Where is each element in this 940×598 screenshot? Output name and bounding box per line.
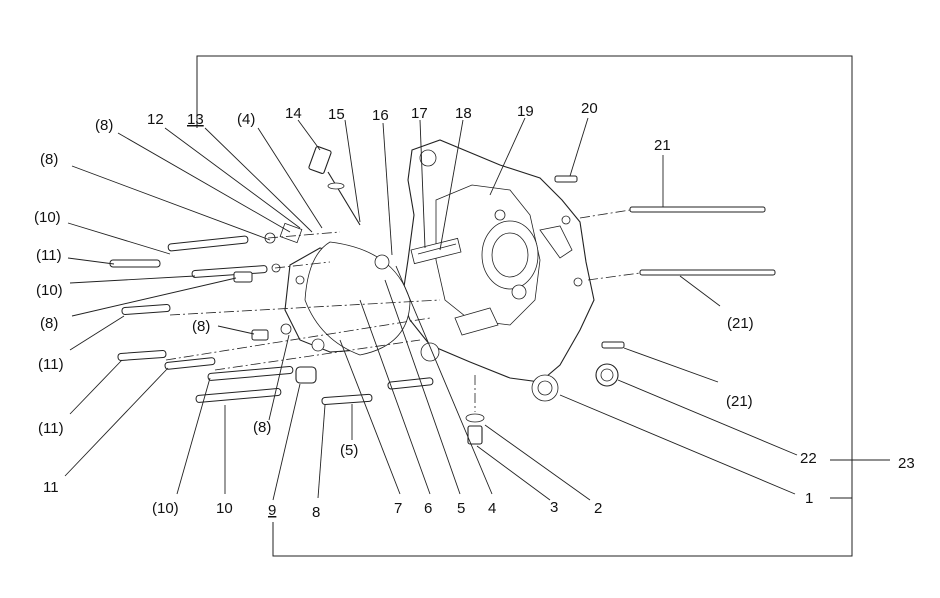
callout-16: 16 — [372, 107, 389, 124]
callout-10-ref-c: (10) — [152, 500, 179, 517]
callout-15: 15 — [328, 106, 345, 123]
callout-11-ref-a: (11) — [36, 247, 62, 264]
callout-4-ref: (4) — [237, 111, 255, 128]
callout-9: 9 — [268, 502, 276, 519]
callout-8-ref-c: (8) — [40, 315, 58, 332]
callout-18: 18 — [455, 105, 472, 122]
gasket — [304, 241, 411, 356]
callout-11: 11 — [43, 479, 59, 496]
alignment-lines — [165, 209, 641, 412]
callout-22: 22 — [800, 450, 817, 467]
callout-11-ref-c: (11) — [38, 420, 64, 437]
callout-7: 7 — [394, 500, 402, 517]
callout-21-ref-b: (21) — [726, 393, 753, 410]
callout-1: 1 — [805, 490, 813, 507]
bearing — [595, 363, 619, 387]
callout-10-ref-b: (10) — [36, 282, 63, 299]
callout-2: 2 — [594, 500, 602, 517]
callout-23: 23 — [898, 455, 915, 472]
callout-11-ref-b: (11) — [38, 356, 64, 373]
callout-13: 13 — [187, 111, 204, 128]
callout-19: 19 — [517, 103, 534, 120]
spring — [410, 237, 462, 265]
dipstick — [308, 146, 361, 226]
callout-20: 20 — [581, 100, 598, 117]
callout-8: 8 — [312, 504, 320, 521]
callout-3: 3 — [550, 499, 558, 516]
callout-12: 12 — [147, 111, 164, 128]
callout-5-ref: (5) — [340, 442, 358, 459]
callout-21: 21 — [654, 137, 671, 154]
assembly-frame — [196, 55, 890, 557]
leader-lines — [64, 117, 798, 501]
callout-17: 17 — [411, 105, 428, 122]
drain-bolt — [465, 413, 485, 445]
callout-4: 4 — [488, 500, 496, 517]
callout-10: 10 — [216, 500, 233, 517]
callout-8-ref-b: (8) — [40, 151, 58, 168]
callout-14: 14 — [285, 105, 302, 122]
callout-8-ref-e: (8) — [253, 419, 271, 436]
callout-8-ref-a: (8) — [95, 117, 113, 134]
cover-bolts — [109, 222, 434, 405]
callout-labels: 1 2 3 4 5 6 7 8 9 10 11 12 13 14 15 16 1… — [34, 100, 915, 521]
o-ring — [374, 254, 390, 270]
callout-5: 5 — [457, 500, 465, 517]
callout-10-ref-a: (10) — [34, 209, 61, 226]
stud-bolt — [554, 175, 776, 349]
callout-6: 6 — [424, 500, 432, 517]
crankcase-half — [401, 139, 595, 402]
callout-21-ref-a: (21) — [727, 315, 754, 332]
callout-8-ref-d: (8) — [192, 318, 210, 335]
